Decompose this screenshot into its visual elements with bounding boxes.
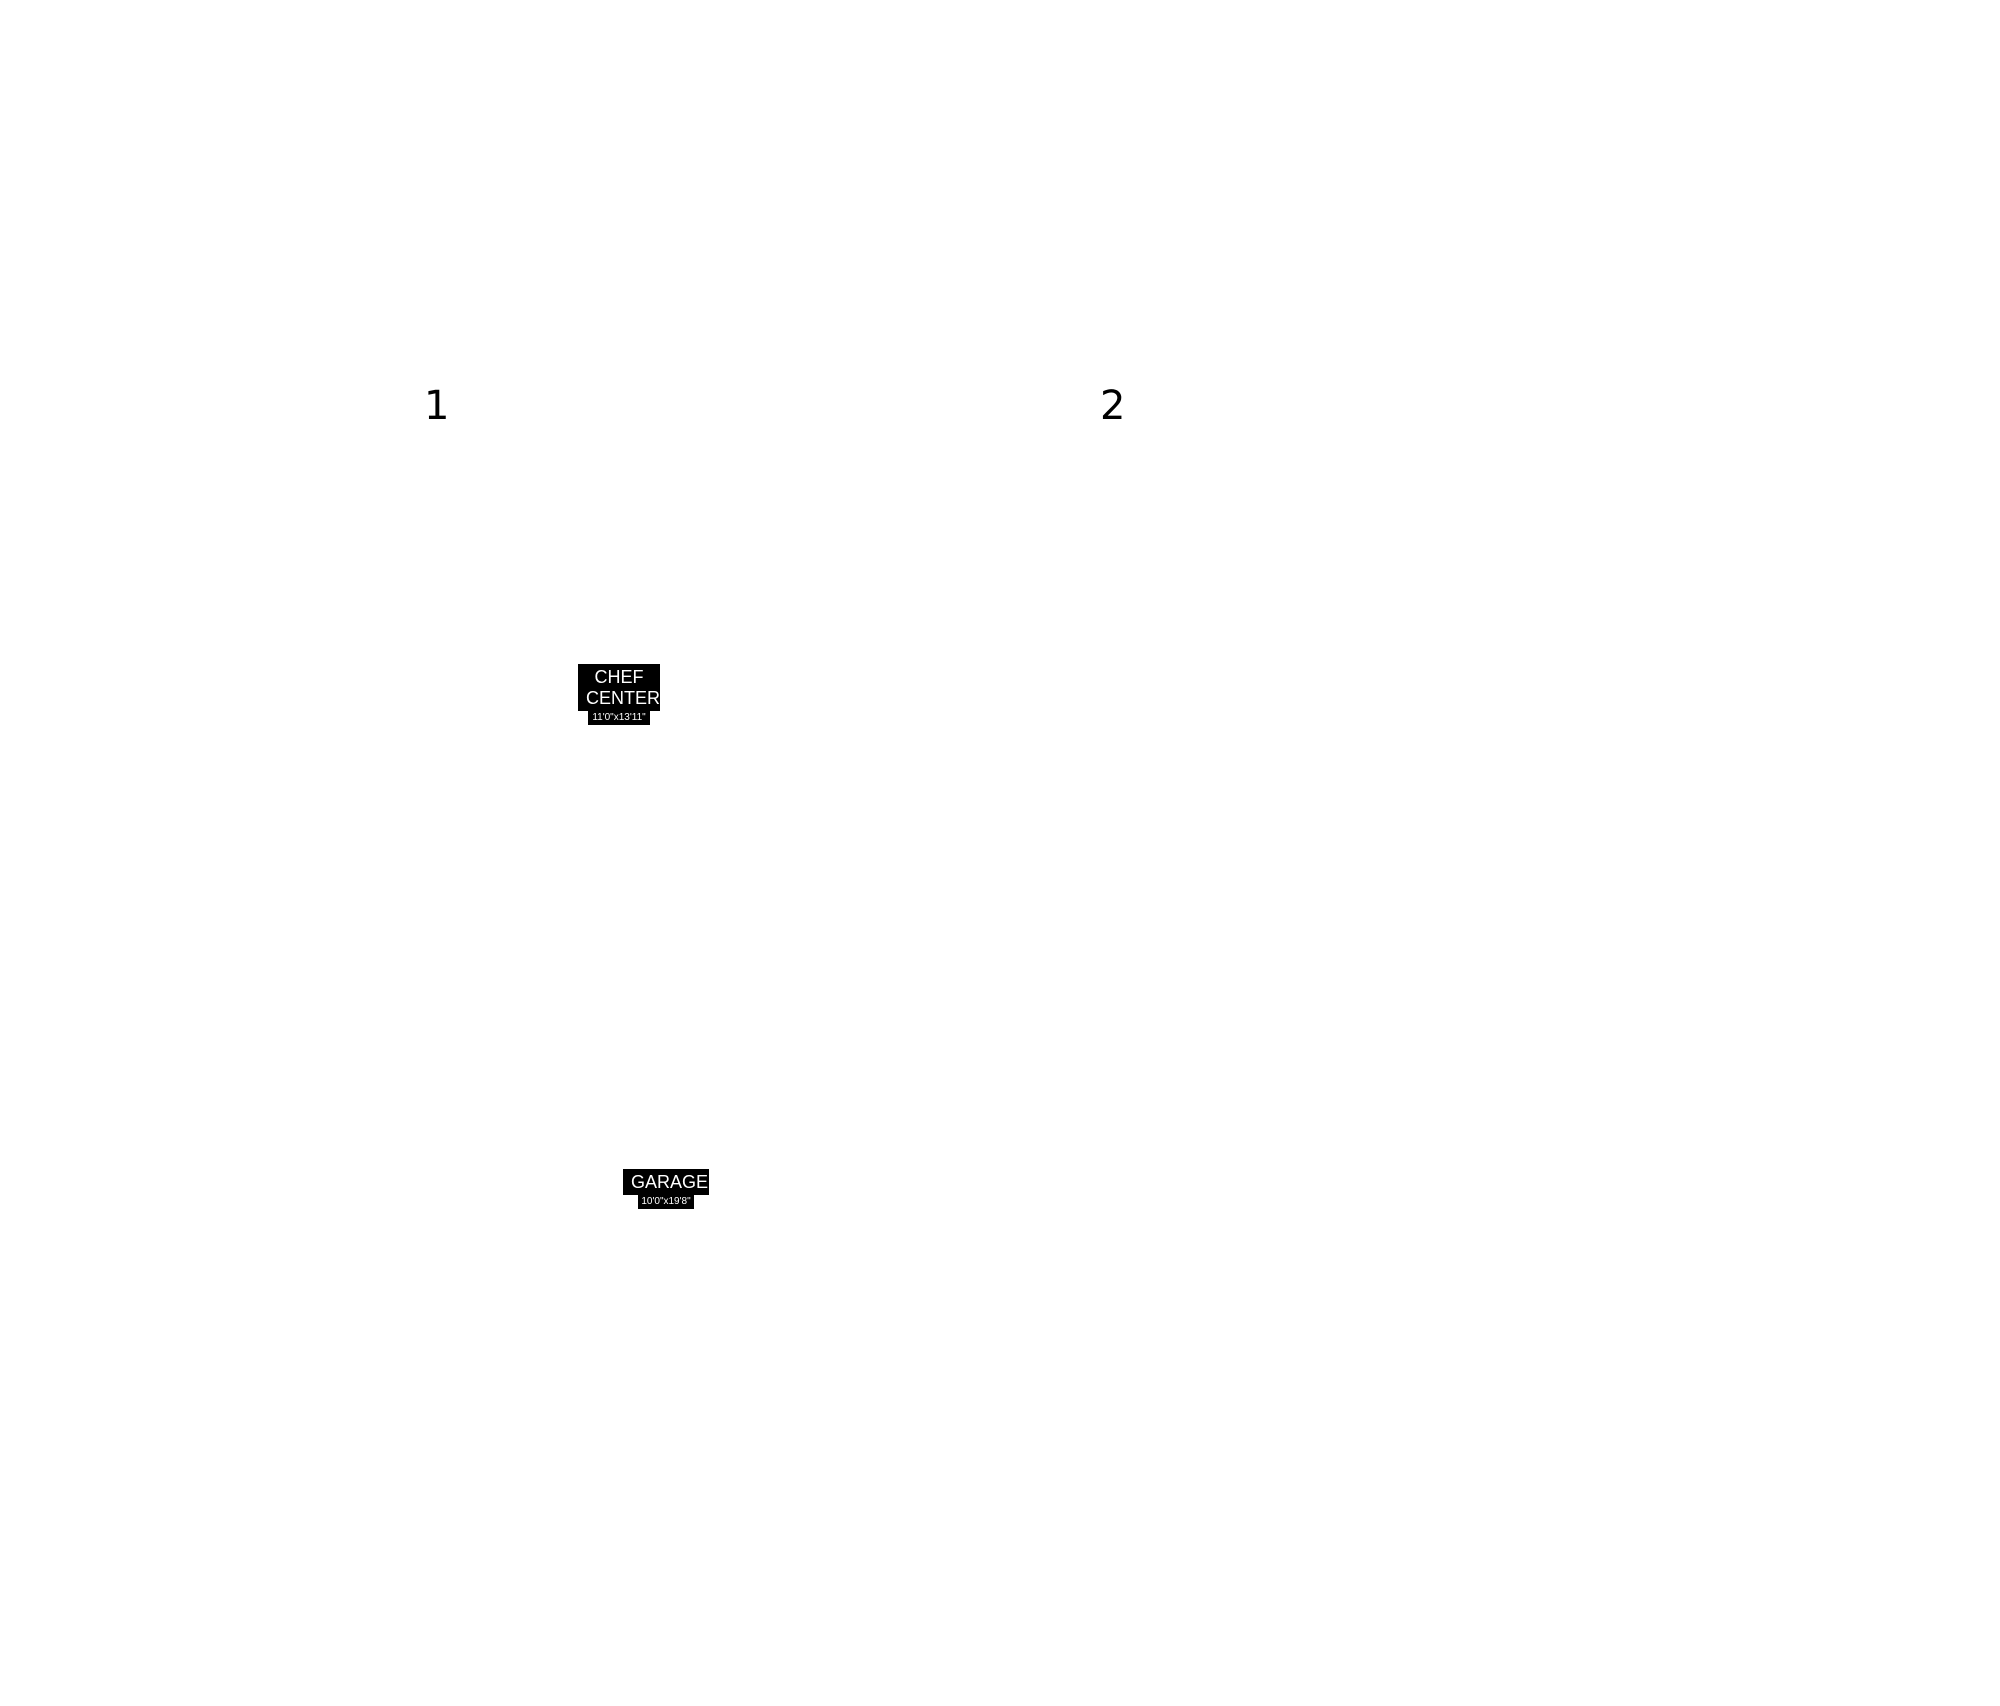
room-name: CHEF CENTER <box>578 664 660 711</box>
floor-2-number: 2 <box>1100 383 1126 429</box>
room-label-chef-center: CHEF CENTER 11'0"x13'11" <box>578 664 660 725</box>
room-dimensions: 11'0"x13'11" <box>588 711 650 725</box>
room-dimensions: 10'0"x19'8" <box>638 1195 694 1209</box>
room-label-garage: GARAGE 10'0"x19'8" <box>623 1169 709 1209</box>
floor-1-number: 1 <box>424 383 450 429</box>
room-name: GARAGE <box>623 1169 709 1195</box>
